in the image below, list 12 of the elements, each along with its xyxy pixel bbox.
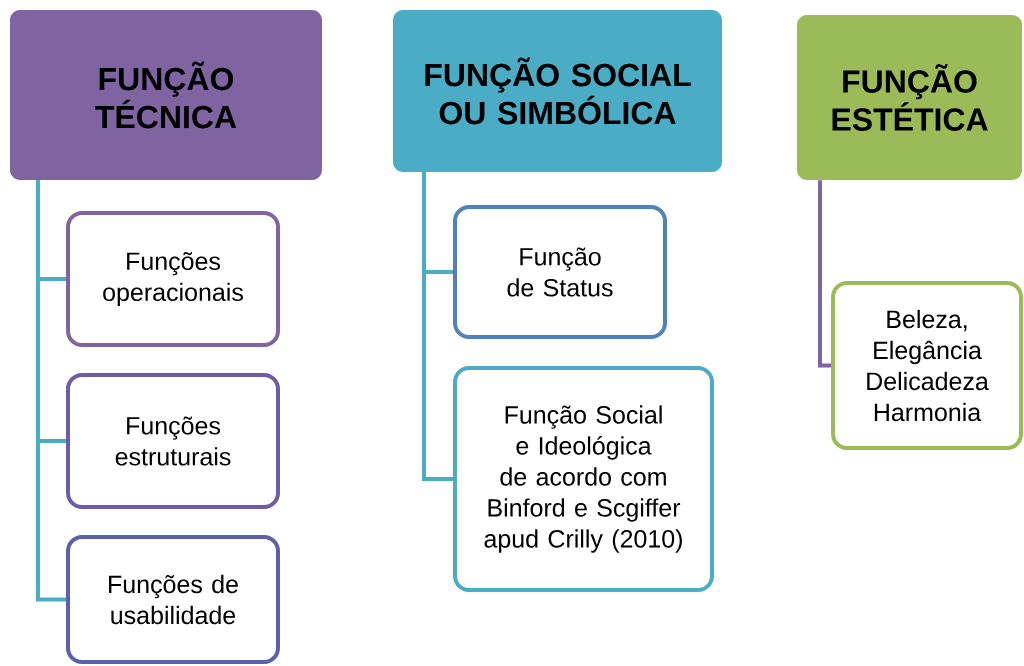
item-box: Beleza, Elegância Delicadeza Harmonia xyxy=(831,281,1023,450)
item-box: Função Social e Ideológica de acordo com Binford e Scgiffer apud Crilly (2010) xyxy=(453,366,714,592)
item-box: Funções estruturais xyxy=(66,373,280,509)
connector-line xyxy=(422,172,453,481)
connector-line xyxy=(36,180,66,602)
header-box: FUNÇÃO ESTÉTICA xyxy=(797,15,1022,180)
item-box: Funções de usabilidade xyxy=(66,535,280,664)
connector-line xyxy=(818,180,831,368)
header-box: FUNÇÃO TÉCNICA xyxy=(10,10,322,180)
item-box: Função de Status xyxy=(453,205,667,339)
item-box: Funções operacionais xyxy=(66,211,280,347)
header-box: FUNÇÃO SOCIAL OU SIMBÓLICA xyxy=(393,10,722,172)
